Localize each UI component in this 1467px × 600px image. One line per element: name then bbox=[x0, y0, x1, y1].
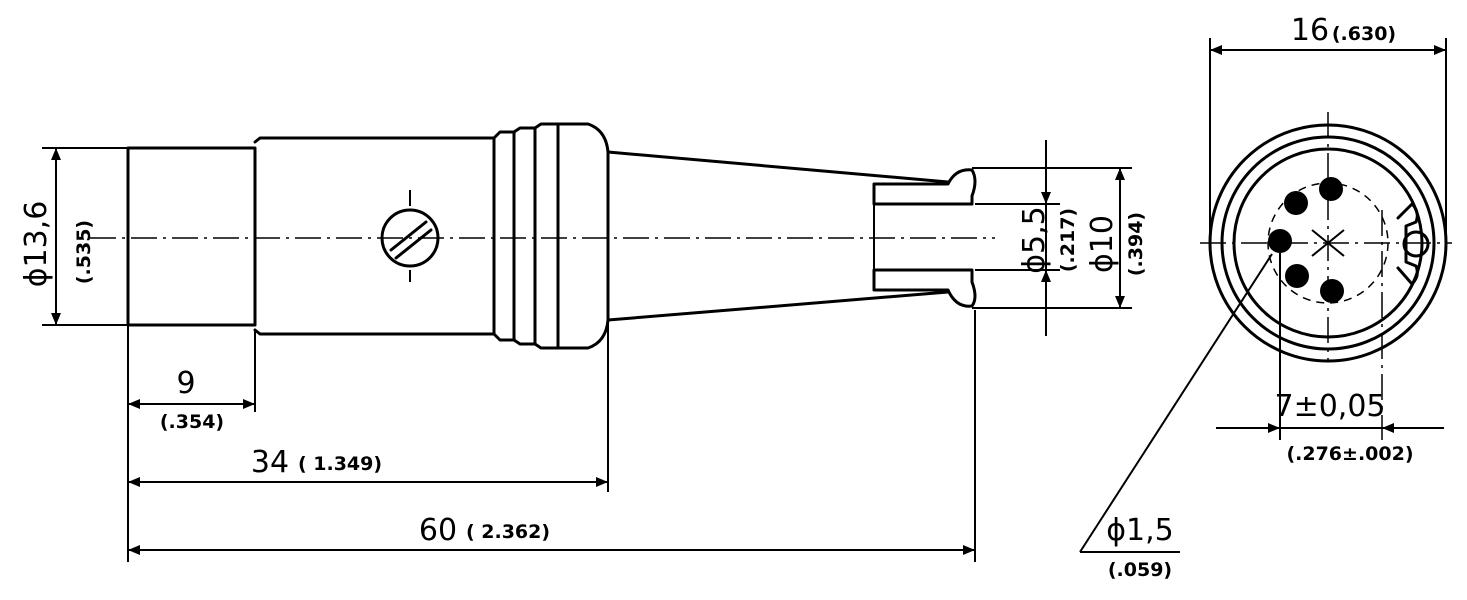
pin-spacing-main: 7±0,05 bbox=[1274, 389, 1385, 424]
face-dia-main: 16 bbox=[1291, 13, 1329, 48]
len-34-main: 34 bbox=[251, 445, 289, 480]
dim-length-60: 60 ( 2.362) bbox=[128, 310, 976, 562]
contact-pins bbox=[1268, 177, 1344, 303]
bore-dia-inch: (.217) bbox=[1057, 208, 1079, 272]
pin-dia-inch: (.059) bbox=[1108, 559, 1172, 581]
key-notch bbox=[1396, 202, 1430, 286]
dim-pin-spacing: 7±0,05 (.276±.002) bbox=[1216, 210, 1444, 465]
pin-5 bbox=[1320, 279, 1344, 303]
body-dia-main: ϕ13,6 bbox=[19, 201, 54, 288]
len-60-main: 60 bbox=[419, 513, 457, 548]
bore-dia-main: ϕ5,5 bbox=[1017, 206, 1052, 274]
screw-icon bbox=[380, 190, 440, 282]
tip-dia-main: ϕ10 bbox=[1085, 215, 1120, 273]
pin-2 bbox=[1319, 177, 1343, 201]
dim-face-diameter: 16 (.630) bbox=[1209, 13, 1447, 243]
pin-3 bbox=[1268, 229, 1292, 253]
len-34-inch: ( 1.349) bbox=[298, 453, 382, 475]
body-dia-inch: (.535) bbox=[73, 220, 95, 284]
dim-pin-diameter: ϕ1,5 (.059) bbox=[1079, 253, 1273, 581]
front-view bbox=[1200, 112, 1452, 363]
tapered-nose bbox=[606, 150, 950, 322]
dim-length-9: 9 (.354) bbox=[127, 325, 256, 562]
face-dia-inch: (.630) bbox=[1332, 23, 1396, 45]
pin-dia-main: ϕ1,5 bbox=[1106, 513, 1174, 548]
dim-tip-diameter: ϕ10 (.394) bbox=[972, 167, 1147, 309]
pin-1 bbox=[1284, 191, 1308, 215]
dim-length-34: 34 ( 1.349) bbox=[128, 320, 609, 492]
dim-body-diameter: ϕ13,6 (.535) bbox=[19, 147, 128, 326]
dim-bore-diameter: ϕ5,5 (.217) bbox=[975, 140, 1079, 336]
cable-bushing bbox=[872, 168, 977, 308]
pin-4 bbox=[1285, 264, 1309, 288]
main-body bbox=[253, 136, 496, 336]
len-9-inch: (.354) bbox=[160, 411, 224, 433]
len-9-main: 9 bbox=[176, 366, 195, 401]
front-sleeve bbox=[126, 146, 257, 327]
tip-dia-inch: (.394) bbox=[1125, 212, 1147, 276]
grip-rings bbox=[492, 122, 610, 350]
len-60-inch: ( 2.362) bbox=[466, 521, 550, 543]
pin-spacing-inch: (.276±.002) bbox=[1286, 443, 1413, 465]
side-view bbox=[90, 122, 995, 350]
